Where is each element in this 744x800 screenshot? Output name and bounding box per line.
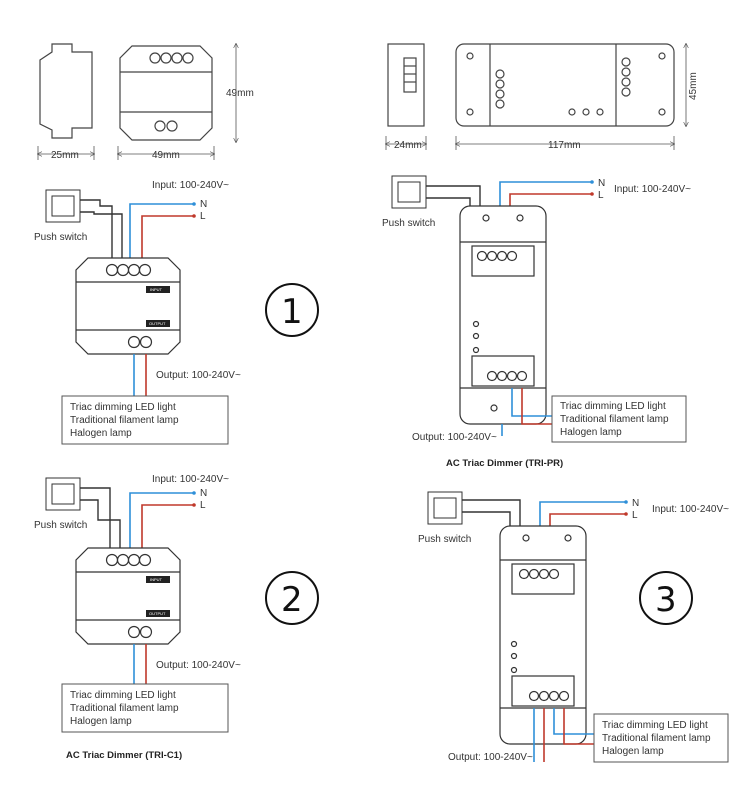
badge-number-2: 2 bbox=[281, 580, 303, 620]
d1-device bbox=[75, 257, 181, 355]
d3-output-label: Output: 100-240V~ bbox=[448, 752, 533, 763]
d3-load-line-2: Traditional filament lamp bbox=[602, 733, 711, 744]
d2-push-switch-label: Push switch bbox=[34, 520, 87, 531]
d1-load-box bbox=[61, 395, 229, 445]
d1-output-tag: OUTPUT bbox=[149, 321, 166, 326]
dim-front-width: 49mm bbox=[152, 150, 180, 161]
c1-front-view bbox=[119, 45, 213, 141]
d2-push-switch bbox=[45, 477, 81, 511]
d1-push-switch-label: Push switch bbox=[34, 232, 87, 243]
badge-circle-2 bbox=[265, 571, 319, 625]
pr-output-label: Output: 100-240V~ bbox=[412, 432, 497, 443]
c1-side-view bbox=[39, 43, 93, 139]
d2-input-tag: INPUT bbox=[150, 577, 163, 582]
d3-load-line-1: Triac dimming LED light bbox=[602, 720, 708, 731]
d2-output-label: Output: 100-240V~ bbox=[156, 660, 241, 671]
d2-input-label: Input: 100-240V~ bbox=[152, 474, 229, 485]
d1-load-line-3: Halogen lamp bbox=[70, 428, 132, 439]
pr-load-line-3: Halogen lamp bbox=[560, 427, 622, 438]
pr-front-view bbox=[455, 43, 675, 127]
d3-push-switch-label: Push switch bbox=[418, 534, 471, 545]
dim-pr-side-width: 24mm bbox=[394, 140, 422, 151]
d2-device bbox=[75, 547, 181, 645]
d1-l-label: L bbox=[200, 211, 206, 222]
d1-push-switch bbox=[45, 189, 81, 223]
pr-push-switch-label: Push switch bbox=[382, 218, 435, 229]
d1-input-tag: INPUT bbox=[150, 287, 163, 292]
d2-load-line-2: Traditional filament lamp bbox=[70, 703, 179, 714]
d1-output-label: Output: 100-240V~ bbox=[156, 370, 241, 381]
d2-output-tag: OUTPUT bbox=[149, 611, 166, 616]
dim-front-height: 49mm bbox=[226, 88, 254, 99]
dim-side-width: 25mm bbox=[51, 150, 79, 161]
d3-input-label: Input: 100-240V~ bbox=[652, 504, 729, 515]
d2-load-line-3: Halogen lamp bbox=[70, 716, 132, 727]
dim-pr-front-width: 117mm bbox=[548, 140, 581, 151]
pr-push-switch bbox=[391, 175, 427, 209]
dim-pr-front-height: 45mm bbox=[688, 72, 699, 100]
d3-device bbox=[499, 525, 587, 745]
d2-n-label: N bbox=[200, 488, 207, 499]
pr-input-label: Input: 100-240V~ bbox=[614, 184, 691, 195]
pr-device bbox=[459, 205, 547, 425]
title-tri-pr: AC Triac Dimmer (TRI-PR) bbox=[446, 458, 563, 469]
pr-load-line-2: Traditional filament lamp bbox=[560, 414, 669, 425]
badge-number-3: 3 bbox=[655, 580, 677, 620]
d3-load-box bbox=[593, 713, 729, 763]
pr-l-label: L bbox=[598, 190, 604, 201]
d1-n-label: N bbox=[200, 199, 207, 210]
pr-side-view bbox=[387, 43, 425, 127]
d2-load-line-1: Triac dimming LED light bbox=[70, 690, 176, 701]
d2-l-label: L bbox=[200, 500, 206, 511]
d2-load-box bbox=[61, 683, 229, 733]
badge-circle-1 bbox=[265, 283, 319, 337]
pr-load-line-1: Triac dimming LED light bbox=[560, 401, 666, 412]
badge-number-1: 1 bbox=[281, 292, 303, 332]
d1-load-line-2: Traditional filament lamp bbox=[70, 415, 179, 426]
title-tri-c1: AC Triac Dimmer (TRI-C1) bbox=[66, 750, 182, 761]
d3-push-switch bbox=[427, 491, 463, 525]
d3-n-label: N bbox=[632, 498, 639, 509]
pr-n-label: N bbox=[598, 178, 605, 189]
d3-l-label: L bbox=[632, 510, 638, 521]
d1-input-label: Input: 100-240V~ bbox=[152, 180, 229, 191]
badge-circle-3 bbox=[639, 571, 693, 625]
d3-load-line-3: Halogen lamp bbox=[602, 746, 664, 757]
pr-load-box bbox=[551, 395, 687, 443]
d1-load-line-1: Triac dimming LED light bbox=[70, 402, 176, 413]
